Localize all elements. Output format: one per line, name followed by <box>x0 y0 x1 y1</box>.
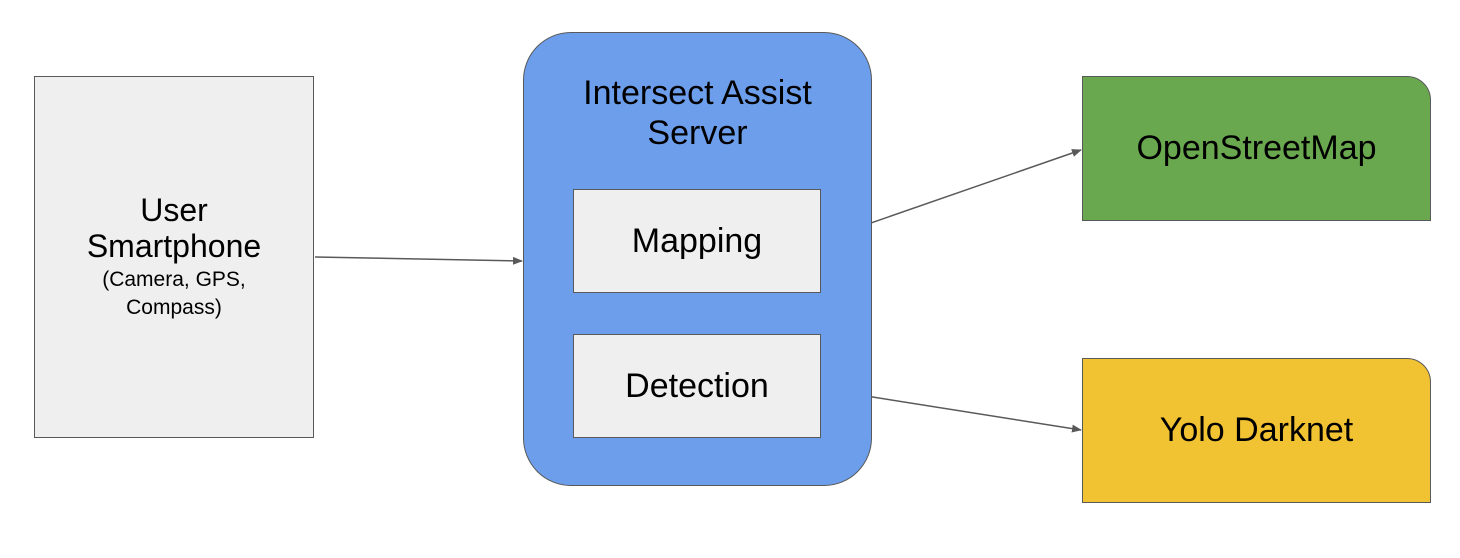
edge-smartphone-to-server <box>314 256 523 265</box>
mapping-module: Mapping <box>573 189 821 293</box>
user-smartphone-label: User Smartphone <box>86 192 262 264</box>
user-smartphone-sublabel: (Camera, GPS, Compass) <box>102 268 246 319</box>
user-smartphone-node: User Smartphone (Camera, GPS, Compass) <box>34 76 314 438</box>
yolo-darknet-node: Yolo Darknet <box>1082 358 1431 503</box>
openstreetmap-label: OpenStreetMap <box>1136 129 1377 167</box>
detection-label: Detection <box>625 366 769 405</box>
server-title: Intersect Assist Server <box>583 74 812 152</box>
openstreetmap-node: OpenStreetMap <box>1082 76 1431 221</box>
mapping-label: Mapping <box>631 221 763 260</box>
detection-module: Detection <box>573 334 821 438</box>
yolo-darknet-label: Yolo Darknet <box>1159 411 1354 449</box>
